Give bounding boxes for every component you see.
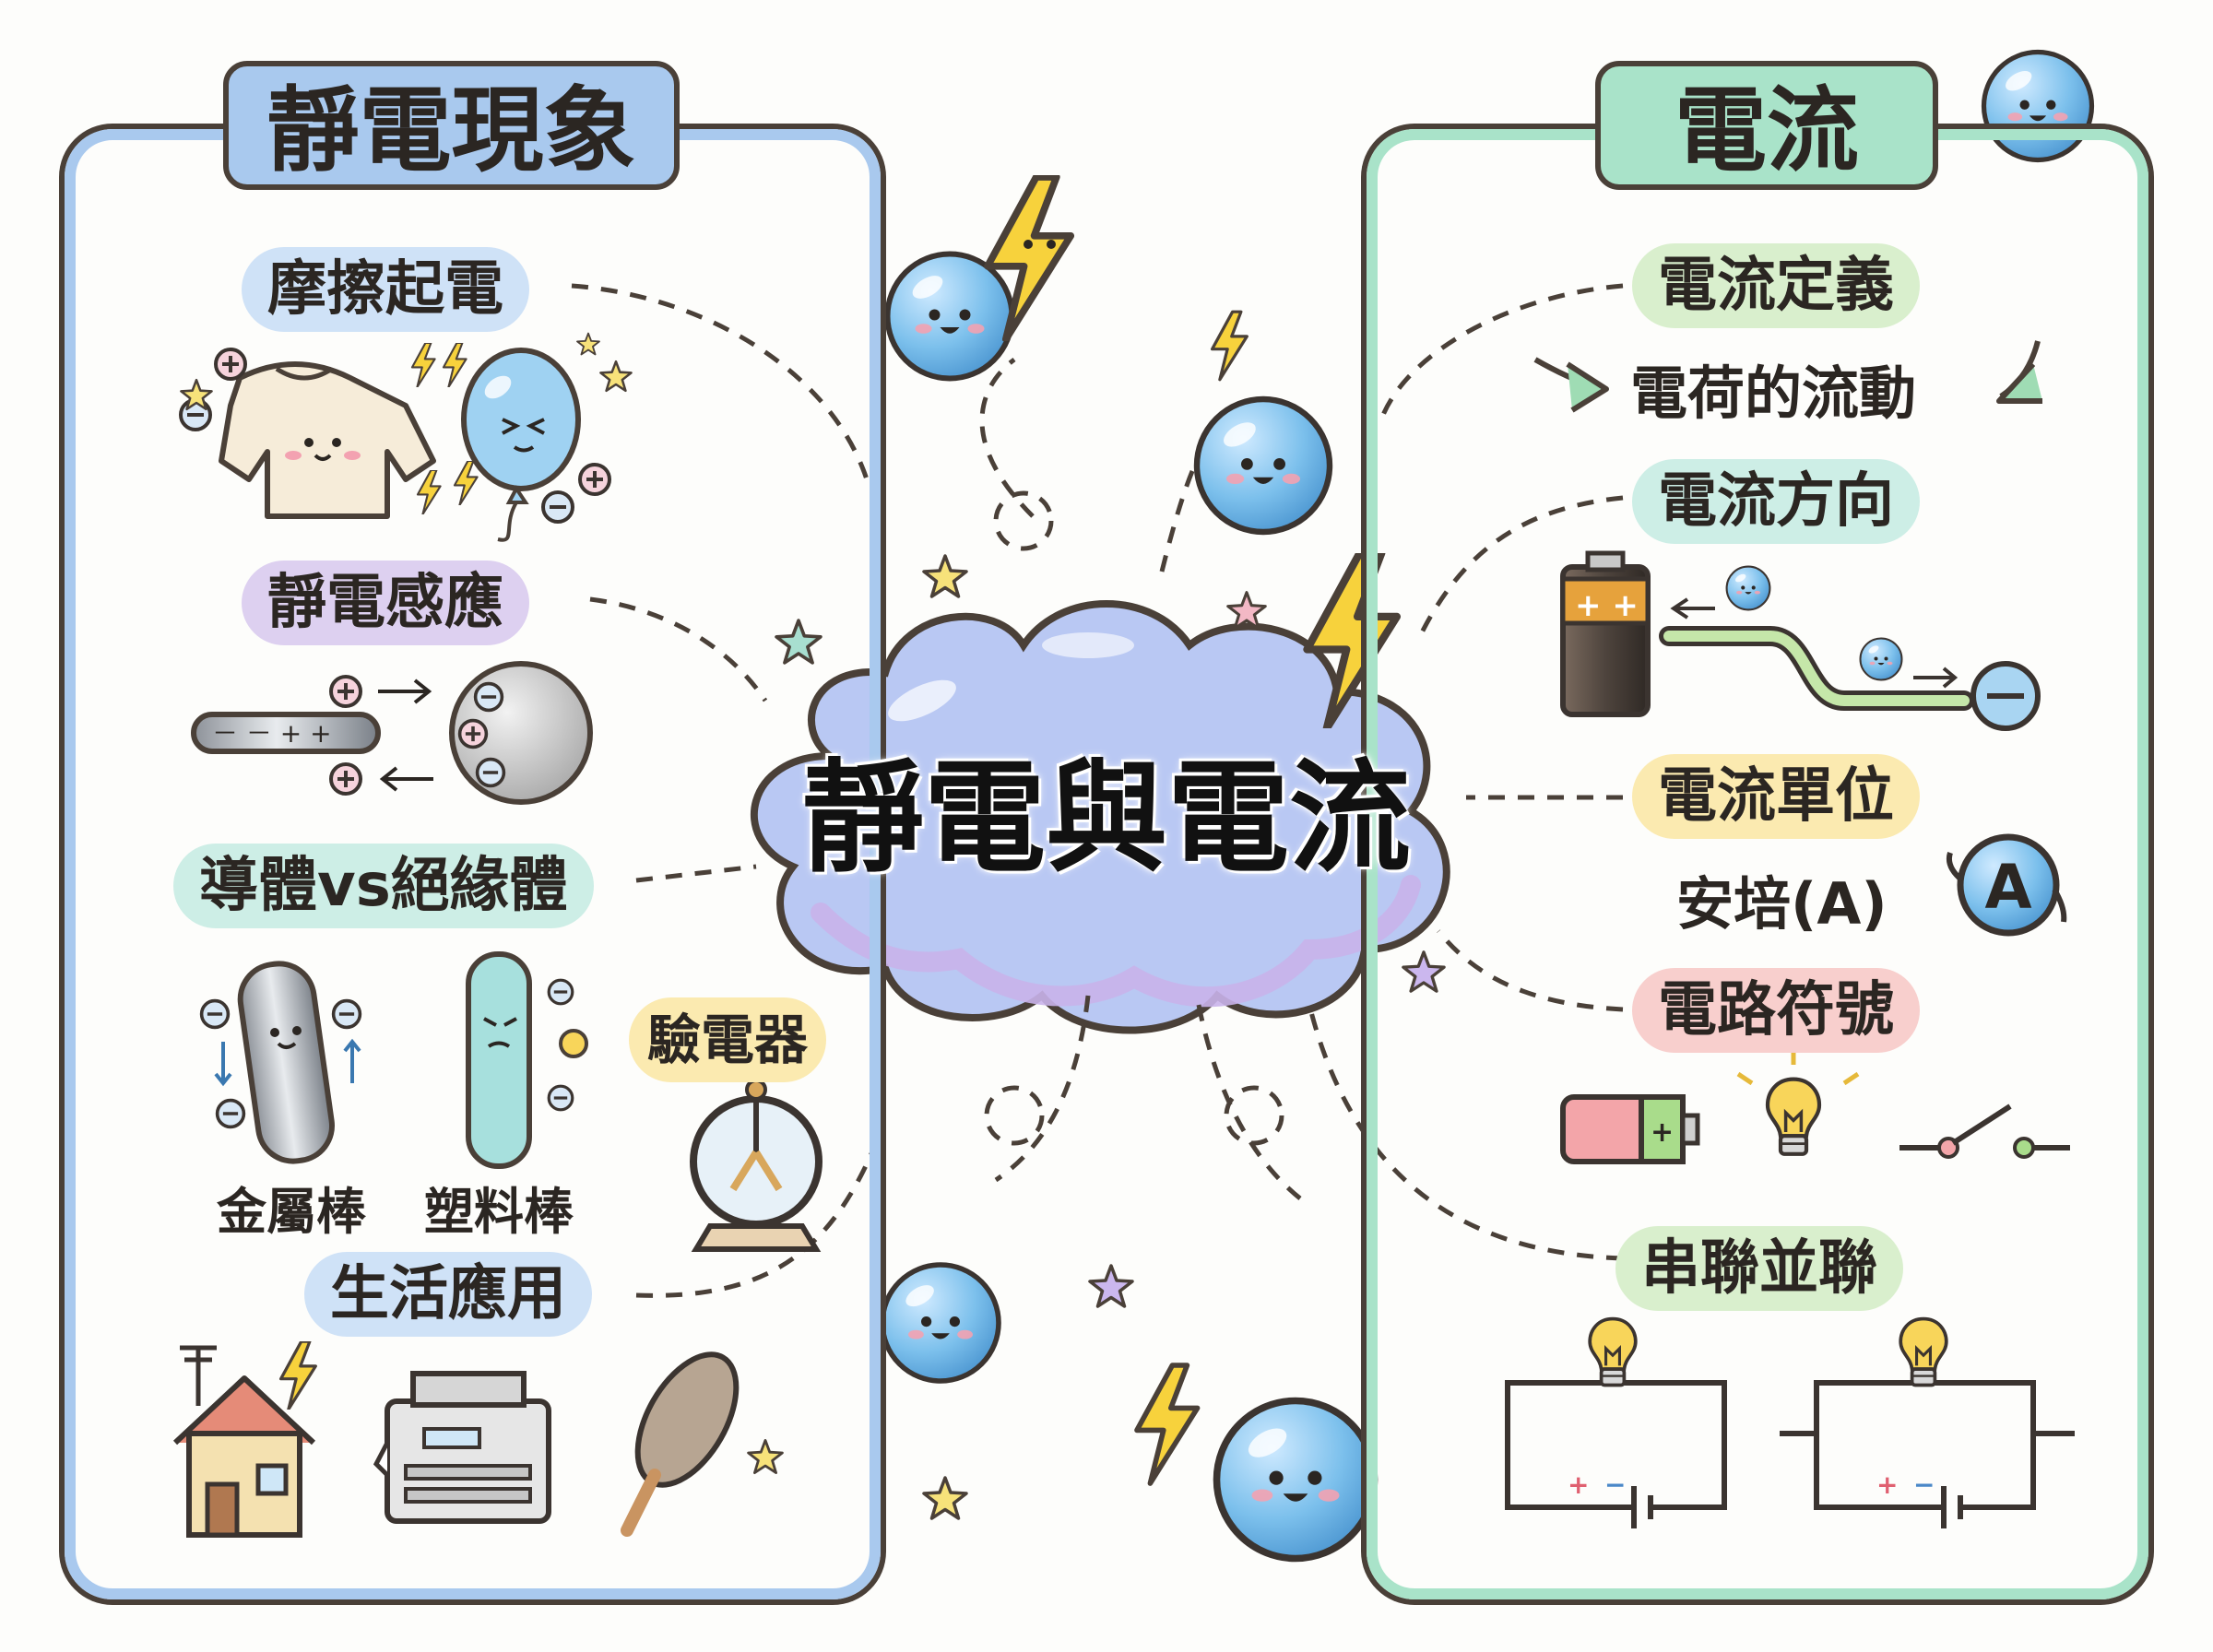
current-definition-text: 電荷的流動 (1630, 360, 1917, 427)
current-direction-label: 電流方向 (1632, 459, 1920, 544)
conductor-insulator-label: 導體vs絕緣體 (173, 844, 594, 928)
battery-signs: +− +− (1568, 1469, 1935, 1500)
sweater-balloon-illustration (179, 332, 633, 542)
ampere-badge-label: A (1984, 852, 2031, 923)
connector-lines (571, 283, 1624, 1298)
svg-text:+: + (1568, 1469, 1589, 1500)
svg-text:+ +: + + (1575, 587, 1639, 624)
rods-illustration (199, 951, 588, 1169)
metal-rod-caption: 金屬棒 (217, 1183, 366, 1241)
series-parallel-label: 串聯並聯 (1615, 1226, 1903, 1311)
decorations (775, 53, 2091, 1559)
friction-charging-label: 摩擦起電 (242, 247, 529, 332)
electroscope-illustration (690, 1079, 822, 1252)
static-electricity-title: 靜電現象 (223, 61, 680, 190)
center-cloud (750, 600, 1450, 1034)
definition-arrows (1533, 340, 2042, 413)
svg-text:－ － + +: － － + + (212, 718, 332, 749)
electric-current-title: 電流 (1595, 61, 1938, 190)
induction-label: 靜電感應 (242, 560, 529, 645)
static-electricity-panel (65, 129, 881, 1599)
applications-illustration (172, 1341, 784, 1538)
svg-text:+: + (1876, 1469, 1898, 1500)
current-definition-label: 電流定義 (1632, 243, 1920, 328)
svg-text:−: − (1604, 1469, 1626, 1500)
plastic-rod-caption: 塑料棒 (424, 1183, 574, 1241)
applications-label: 生活應用 (304, 1252, 592, 1337)
current-unit-label: 電流單位 (1632, 754, 1920, 839)
central-topic-title: 靜電與電流 (802, 748, 1411, 890)
svg-text:+: + (1651, 1116, 1674, 1149)
series-parallel-illustration (1505, 1316, 2075, 1528)
ampere-text: 安培(A) (1676, 870, 1888, 938)
electroscope-label: 驗電器 (629, 997, 827, 1082)
svg-text:−: − (1913, 1469, 1935, 1500)
ampere-badge-illustration: A (1946, 833, 2067, 937)
induction-illustration: － － + + (191, 661, 593, 805)
direction-illustration: + + (1560, 550, 2041, 731)
circuit-symbols-label: 電路符號 (1632, 968, 1920, 1053)
circuit-symbols-illustration: + (1560, 1051, 2070, 1164)
